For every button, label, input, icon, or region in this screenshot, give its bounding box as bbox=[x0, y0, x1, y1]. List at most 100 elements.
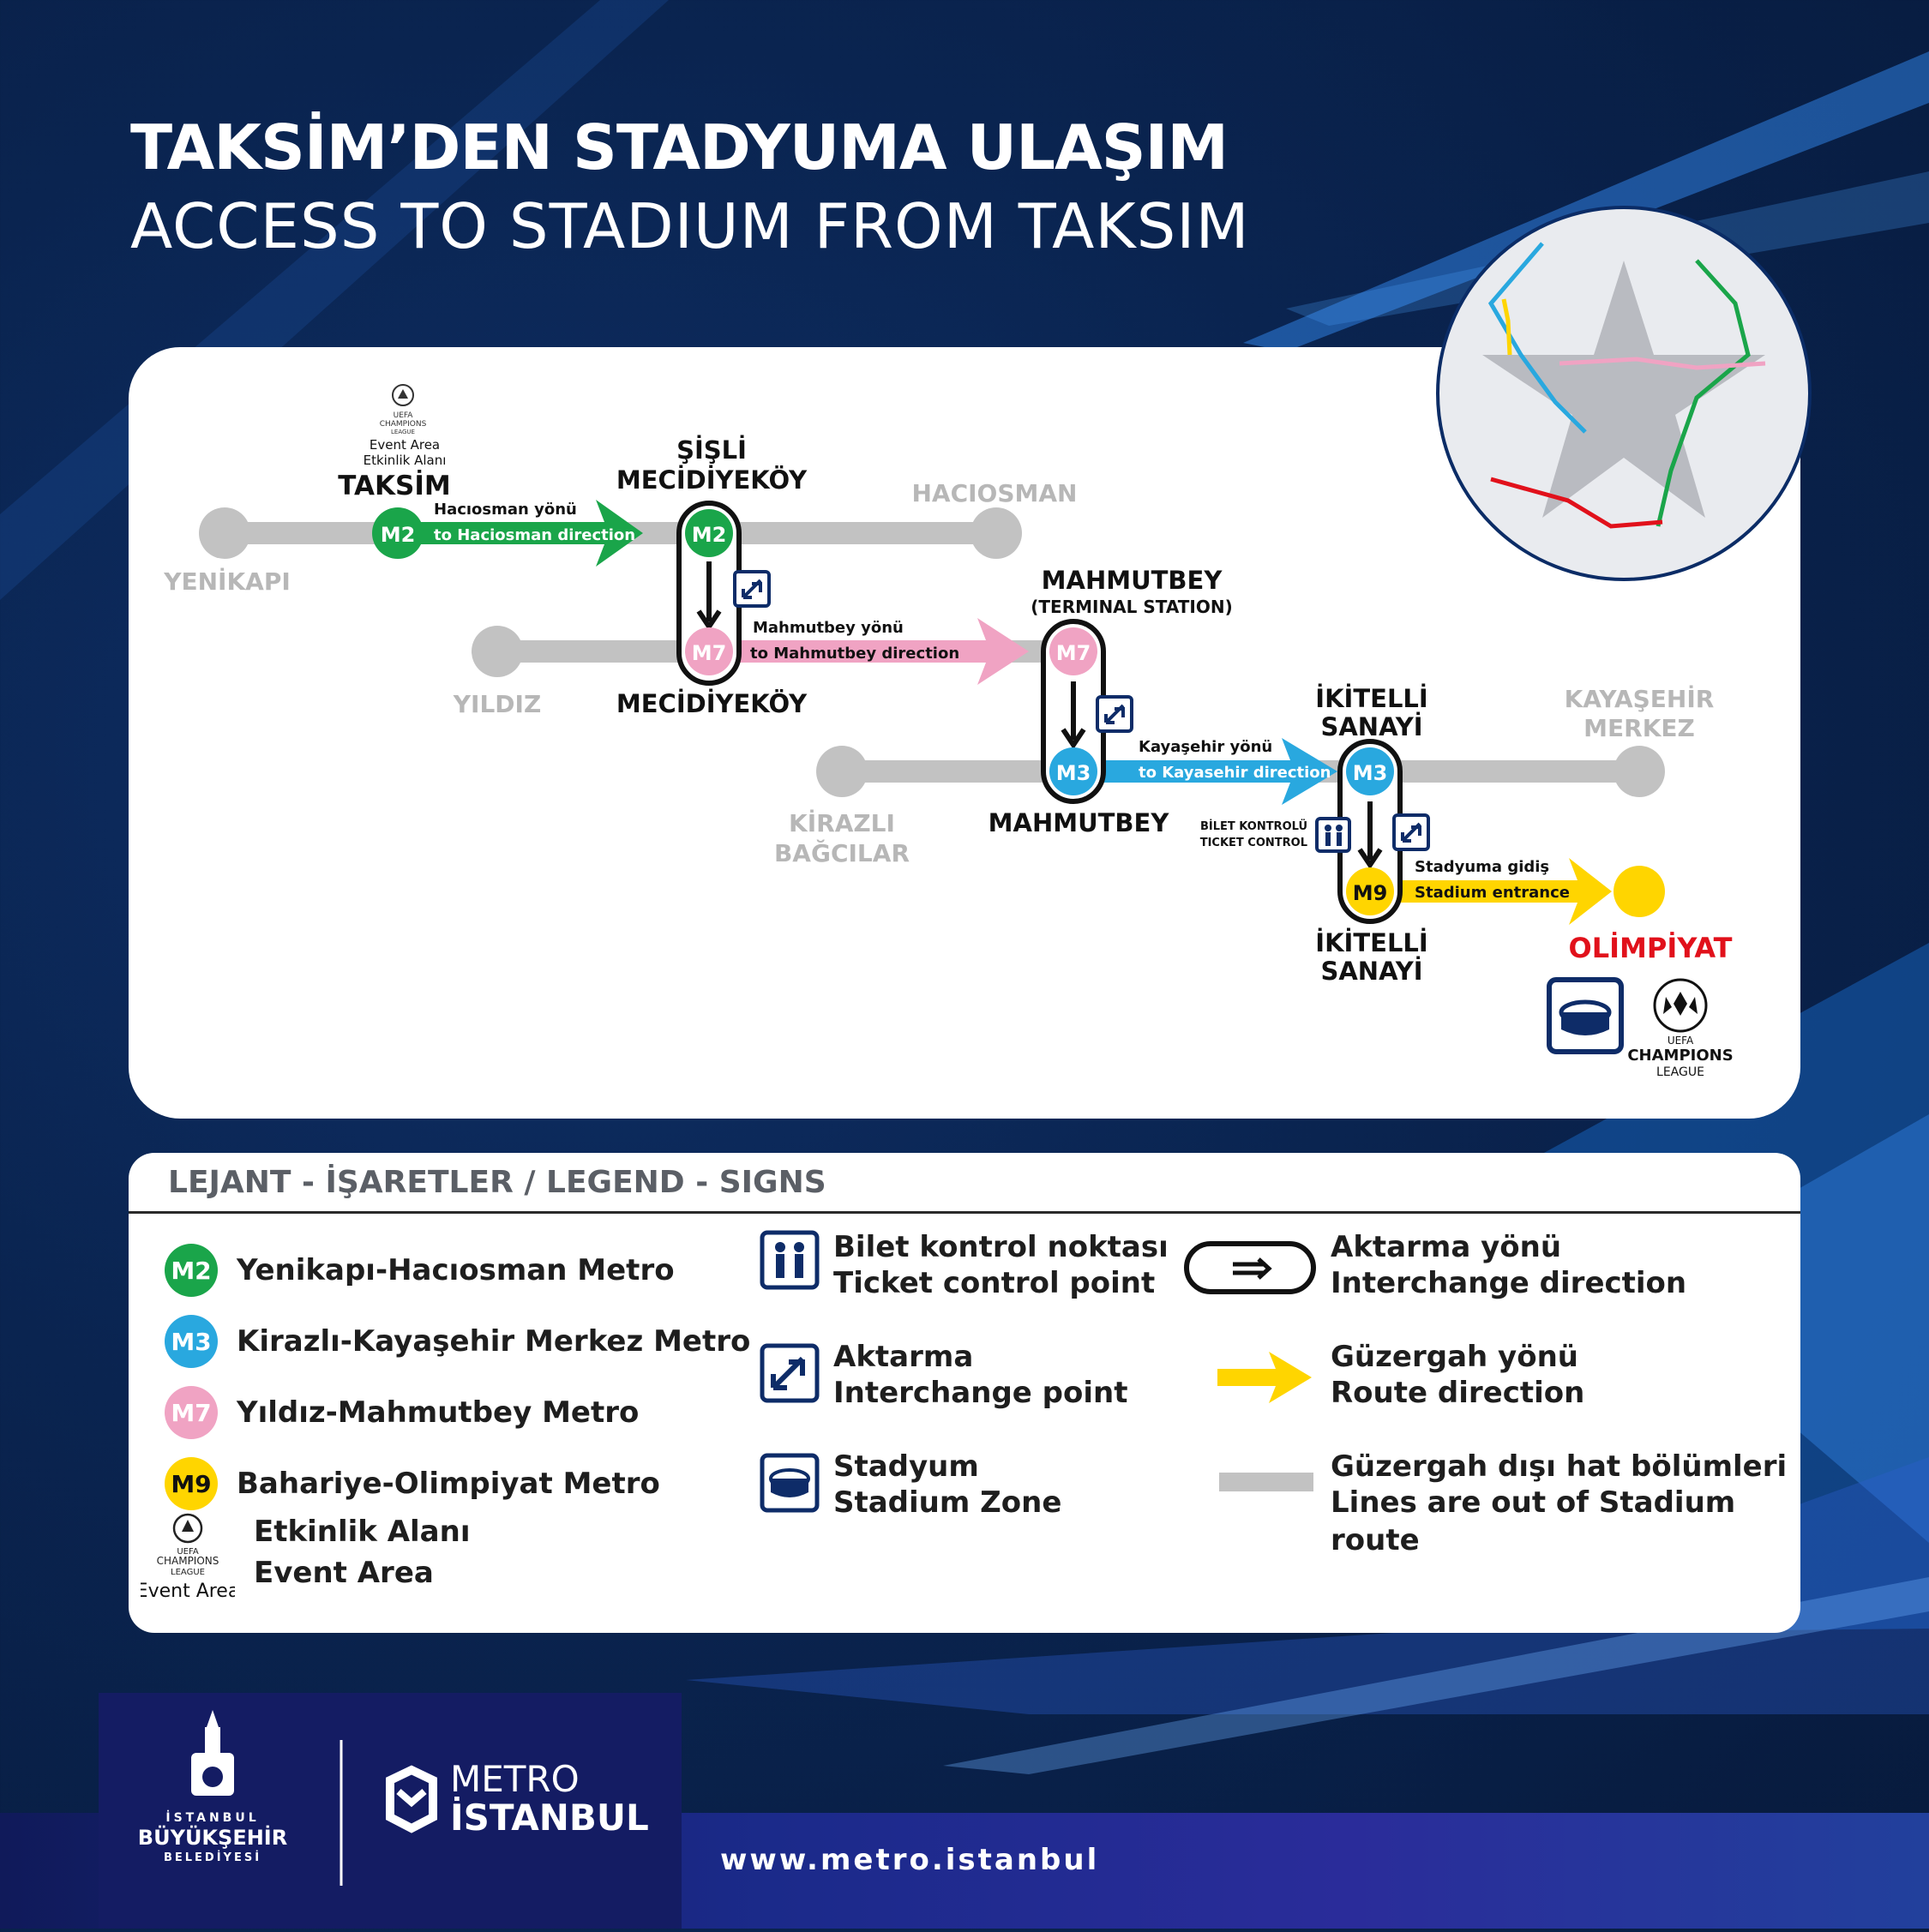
ikitelli-m9-badge bbox=[1346, 867, 1394, 915]
station-kirazli-line1: KİRAZLI bbox=[789, 808, 895, 837]
svg-text:LEAGUE: LEAGUE bbox=[391, 429, 415, 435]
station-haciosman: HACIOSMAN bbox=[911, 479, 1077, 507]
interchange-icon bbox=[1392, 813, 1430, 851]
legend-m7-label: Yıldız-Mahmutbey Metro bbox=[237, 1395, 640, 1430]
station-yildiz: YILDIZ bbox=[453, 690, 542, 718]
website-url[interactable]: www.metro.istanbul bbox=[720, 1843, 1100, 1877]
station-kayasehir-line2: MERKEZ bbox=[1583, 714, 1695, 742]
title-turkish: TAKSİM’DEN STADYUMA ULAŞIM bbox=[130, 111, 1229, 183]
legend-divider bbox=[129, 1211, 1800, 1214]
ikitelli-m9-badge-label: M9 bbox=[1353, 881, 1388, 905]
taksim-m2-badge-label: M2 bbox=[381, 523, 416, 547]
legend-ticket-tr: Bilet kontrol noktası bbox=[833, 1230, 1169, 1264]
m2-route-arrow bbox=[398, 500, 643, 567]
svg-text:UEFA: UEFA bbox=[177, 1547, 198, 1557]
mahmutbey-m7-badge bbox=[1049, 627, 1097, 675]
mahmutbey-m7-badge-label: M7 bbox=[1056, 641, 1091, 665]
yildiz-terminal-dot bbox=[472, 626, 523, 677]
legend-m9-badge: M9 bbox=[165, 1457, 218, 1510]
legend-panel: LEJANT - İŞARETLER / LEGEND - SIGNS M2 Y… bbox=[129, 1153, 1800, 1633]
station-mahmutbey: MAHMUTBEY bbox=[989, 808, 1170, 837]
legend-route-direction-arrow bbox=[1217, 1352, 1312, 1403]
metro-istanbul-logo-icon bbox=[386, 1765, 437, 1833]
station-mahmutbey-terminal: MAHMUTBEY bbox=[1042, 566, 1223, 595]
ibb-line2: BÜYÜKŞEHİR bbox=[138, 1824, 287, 1850]
station-sisli-line2: MECİDİYEKÖY bbox=[616, 465, 808, 495]
title-english: ACCESS TO STADIUM FROM TAKSIM bbox=[130, 190, 1250, 262]
svg-text:LEAGUE: LEAGUE bbox=[1656, 1065, 1704, 1079]
svg-text:Event Area: Event Area bbox=[141, 1581, 235, 1602]
ikitelli-m3-badge-label: M3 bbox=[1353, 761, 1388, 785]
olimpiyat-terminal-dot bbox=[1614, 866, 1665, 917]
metro-istanbul-line2: İSTANBUL bbox=[450, 1796, 649, 1839]
svg-text:UEFA: UEFA bbox=[1668, 1035, 1694, 1047]
kayasehir-terminal-dot bbox=[1614, 746, 1665, 797]
legend-m3-badge: M3 bbox=[165, 1315, 218, 1368]
station-kirazli-line2: BAĞCILAR bbox=[774, 838, 910, 867]
legend-interchange-direction-tr: Aktarma yönü bbox=[1331, 1230, 1562, 1264]
svg-text:UEFA: UEFA bbox=[394, 411, 414, 420]
station-ikitelli-top-line1: İKİTELLİ bbox=[1315, 684, 1427, 713]
legend-stadium-en: Stadium Zone bbox=[833, 1485, 1062, 1520]
ticket-control-label-en: TICKET CONTROL bbox=[1200, 837, 1307, 849]
m2-direction-tr: Hacıosman yönü bbox=[434, 501, 577, 519]
station-mecidiyekoy: MECİDİYEKÖY bbox=[616, 689, 808, 718]
mecidiyekoy-m2-badge-label: M2 bbox=[692, 523, 727, 547]
m3-route-arrow bbox=[1072, 738, 1337, 805]
svg-text:Event Area: Event Area bbox=[370, 437, 440, 453]
legend-event-area-icon: UEFA CHAMPIONS LEAGUE Event Area bbox=[141, 1513, 235, 1602]
legend-interchange-icon bbox=[760, 1343, 820, 1403]
m9-direction-en: Stadium entrance bbox=[1415, 884, 1570, 902]
station-kayasehir-line1: KAYAŞEHİR bbox=[1565, 684, 1715, 713]
legend-event-area-en: Event Area bbox=[254, 1556, 434, 1590]
metro-istanbul-line1: METRO bbox=[450, 1758, 580, 1800]
m7-direction-tr: Mahmutbey yönü bbox=[753, 619, 904, 637]
mecidiyekoy-m2-badge bbox=[685, 509, 733, 557]
station-olimpiyat: OLİMPİYAT bbox=[1569, 932, 1733, 964]
station-yenikapi: YENİKAPI bbox=[163, 567, 291, 596]
stadium-icon bbox=[1547, 977, 1624, 1054]
interchange-icon bbox=[733, 570, 771, 608]
haciosman-terminal-dot bbox=[971, 507, 1022, 559]
ticket-control-label-tr: BİLET KONTROLÜ bbox=[1200, 819, 1307, 833]
taksim-m2-badge bbox=[372, 507, 424, 559]
champions-league-ball-icon: UEFA CHAMPIONS LEAGUE bbox=[1627, 978, 1734, 1079]
legend-stadium-icon bbox=[760, 1453, 820, 1513]
legend-m3-label: Kirazlı-Kayaşehir Merkez Metro bbox=[237, 1324, 751, 1359]
m2-direction-en: to Haciosman direction bbox=[434, 526, 635, 544]
mini-network-map bbox=[1436, 206, 1812, 581]
svg-text:CHAMPIONS: CHAMPIONS bbox=[157, 1555, 219, 1567]
legend-out-of-route-en: Lines are out of Stadium route bbox=[1331, 1485, 1736, 1557]
mahmutbey-m3-badge bbox=[1049, 747, 1097, 795]
mecidiyekoy-m7-badge-label: M7 bbox=[692, 641, 727, 665]
legend-ticket-control-icon bbox=[760, 1230, 820, 1290]
yenikapi-terminal-dot bbox=[199, 507, 250, 559]
route-diagram: M2 M2 M7 M7 M3 M3 M9 UEFA CHAMPIONS LEAG… bbox=[163, 384, 1734, 1079]
legend-m9-label: Bahariye-Olimpiyat Metro bbox=[237, 1467, 660, 1501]
footer-logo-box: İSTANBUL BÜYÜKŞEHİR BELEDİYESİ METRO İST… bbox=[99, 1693, 682, 1929]
legend-m2-badge: M2 bbox=[165, 1244, 218, 1297]
ticket-control-icon bbox=[1315, 817, 1351, 853]
legend-m7-badge: M7 bbox=[165, 1386, 218, 1439]
station-taksim: TAKSİM bbox=[338, 471, 450, 501]
ibb-line1: İSTANBUL bbox=[165, 1810, 259, 1825]
ikitelli-m3-badge bbox=[1346, 747, 1394, 795]
legend-interchange-direction-en: Interchange direction bbox=[1331, 1266, 1687, 1300]
event-area-emblem: UEFA CHAMPIONS LEAGUE Event Area Etkinli… bbox=[364, 384, 447, 468]
transfer-arrows bbox=[696, 561, 1383, 870]
legend-route-direction-en: Route direction bbox=[1331, 1376, 1585, 1410]
legend-event-area-tr: Etkinlik Alanı bbox=[254, 1515, 471, 1549]
legend-stadium-tr: Stadyum bbox=[833, 1449, 979, 1484]
legend-title: LEJANT - İŞARETLER / LEGEND - SIGNS bbox=[168, 1165, 826, 1200]
svg-text:Etkinlik Alanı: Etkinlik Alanı bbox=[364, 453, 447, 468]
ibb-logo-icon bbox=[191, 1710, 234, 1796]
station-ikitelli-top-line2: SANAYİ bbox=[1320, 712, 1422, 741]
legend-interchange-direction-icon bbox=[1184, 1241, 1316, 1294]
legend-route-direction-tr: Güzergah yönü bbox=[1331, 1340, 1578, 1374]
legend-out-of-route-tr: Güzergah dışı hat bölümleri bbox=[1331, 1449, 1788, 1484]
mecidiyekoy-m7-badge bbox=[685, 627, 733, 675]
m9-route-arrow bbox=[1382, 858, 1612, 925]
legend-interchange-tr: Aktarma bbox=[833, 1340, 974, 1374]
legend-out-of-route-bar bbox=[1219, 1473, 1313, 1491]
svg-text:LEAGUE: LEAGUE bbox=[171, 1568, 205, 1577]
